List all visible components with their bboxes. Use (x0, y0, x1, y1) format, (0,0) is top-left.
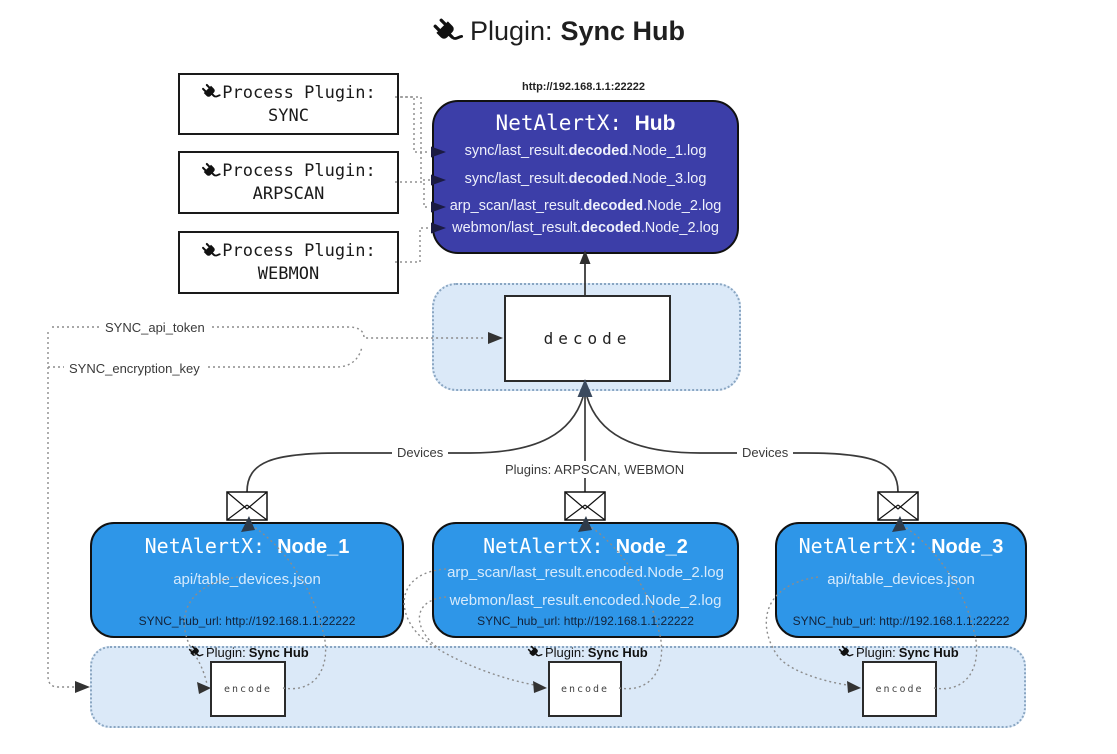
node-title-prefix: NetAlertX: (144, 534, 278, 558)
page-title-bold: Sync Hub (560, 16, 686, 46)
node-file-line: arp_scan/last_result.encoded.Node_2.log (447, 564, 724, 581)
hub-log-line: webmon/last_result.decoded.Node_2.log (434, 220, 737, 236)
process-plugin-label: Process Plugin: (222, 161, 376, 181)
node-file-line: api/table_devices.json (173, 571, 321, 588)
node-title-prefix: NetAlertX: (798, 534, 932, 558)
plugins-center-label: Plugins: ARPSCAN, WEBMON (500, 461, 684, 478)
log-bold: decoded (583, 198, 644, 214)
node-title: NetAlertX: Node_3 (777, 534, 1025, 559)
node-title-prefix: NetAlertX: (483, 534, 616, 558)
process-plugin-label: Process Plugin: (222, 82, 376, 103)
envelope-icon (877, 491, 919, 521)
process-plugin-sync-label: Process Plugin: (201, 83, 376, 103)
plug-icon (524, 642, 545, 663)
process-plugin-name: SYNC (268, 105, 309, 126)
node-2-box: NetAlertX: Node_2 arp_scan/last_result.e… (432, 522, 739, 638)
process-plugin-sync-box: Process Plugin: SYNC (178, 73, 399, 135)
envelope-icons (226, 491, 919, 521)
encode-label-prefix: Plugin: (856, 645, 896, 660)
log-pre: sync/last_result. (464, 143, 569, 159)
hub-url-label: http://192.168.1.1:22222 (522, 81, 645, 93)
envelope-icon (564, 491, 606, 521)
hub-box: NetAlertX: Hub sync/last_result.decoded.… (432, 100, 739, 254)
log-bold: decoded (568, 143, 629, 159)
process-plugin-label: Process Plugin: (222, 241, 376, 261)
plug-icon (197, 79, 224, 106)
node-hub-url: SYNC_hub_url: http://192.168.1.1:22222 (792, 614, 1010, 628)
node-file-line: api/table_devices.json (827, 571, 975, 588)
page-title: Plugin: Sync Hub (0, 16, 1117, 47)
devices-right-label: Devices (737, 444, 794, 461)
node-title: NetAlertX: Node_2 (434, 534, 737, 559)
encode-label-prefix: Plugin: (206, 645, 246, 660)
process-plugin-arpscan-label: Process Plugin: (201, 161, 376, 181)
log-pre: arp_scan/last_result. (449, 198, 584, 214)
encode-box-3: encode (862, 661, 937, 717)
log-post: .Node_1.log (628, 143, 707, 159)
log-post: .Node_2.log (643, 198, 722, 214)
node-hub-url: SYNC_hub_url: http://192.168.1.1:22222 (138, 614, 356, 628)
log-bold: decoded (568, 171, 629, 187)
encode-label-bold: Sync Hub (898, 645, 959, 660)
log-post: .Node_2.log (640, 220, 719, 236)
sync-api-token-label: SYNC_api_token (100, 319, 210, 336)
encode-plugin-label-1: Plugin: Sync Hub (188, 645, 309, 660)
plug-icon (197, 238, 224, 265)
plugin-to-hub-connectors (395, 96, 430, 263)
node-3-box: NetAlertX: Node_3 api/table_devices.json… (775, 522, 1027, 638)
process-plugin-webmon-box: Process Plugin: WEBMON (178, 231, 399, 294)
plug-icon (835, 642, 856, 663)
hub-log-line: sync/last_result.decoded.Node_1.log (434, 143, 737, 159)
process-plugin-name: ARPSCAN (252, 184, 325, 204)
node-title-bold: Node_1 (277, 536, 350, 558)
encode-box-2: encode (548, 661, 622, 717)
hub-title-prefix: NetAlertX: (495, 111, 635, 135)
node-1-box: NetAlertX: Node_1 api/table_devices.json… (90, 522, 404, 638)
process-plugin-arpscan-box: Process Plugin: ARPSCAN (178, 151, 399, 214)
plug-icon (426, 10, 468, 52)
log-pre: sync/last_result. (464, 171, 569, 187)
node-title: NetAlertX: Node_1 (92, 534, 402, 559)
sync-encryption-key-label: SYNC_encryption_key (64, 360, 205, 377)
node-title-bold: Node_2 (615, 536, 688, 558)
settings-to-band-arrowhead (75, 681, 90, 693)
hub-title: NetAlertX: Hub (434, 111, 737, 136)
plug-icon (185, 642, 206, 663)
node-title-bold: Node_3 (931, 536, 1004, 558)
encode-box-1: encode (210, 661, 286, 717)
page-title-prefix: Plugin: (469, 16, 553, 46)
encode-plugin-label-3: Plugin: Sync Hub (838, 645, 959, 660)
node-file-line: webmon/last_result.encoded.Node_2.log (449, 592, 722, 609)
log-bold: decoded (581, 220, 641, 236)
encode-plugin-label-2: Plugin: Sync Hub (527, 645, 648, 660)
devices-left-label: Devices (392, 444, 449, 461)
process-plugin-name: WEBMON (257, 264, 320, 284)
encode-label-prefix: Plugin: (545, 645, 585, 660)
log-pre: webmon/last_result. (452, 220, 582, 236)
hub-log-line: sync/last_result.decoded.Node_3.log (434, 171, 737, 187)
plug-icon (197, 158, 224, 185)
encode-label-bold: Sync Hub (587, 645, 648, 660)
process-plugin-webmon-label: Process Plugin: (201, 241, 376, 261)
hub-title-bold: Hub (634, 112, 676, 135)
log-post: .Node_3.log (628, 171, 707, 187)
encode-label-bold: Sync Hub (248, 645, 309, 660)
node-hub-url: SYNC_hub_url: http://192.168.1.1:22222 (477, 614, 694, 628)
envelope-icon (226, 491, 268, 521)
decode-box: decode (504, 295, 671, 382)
hub-log-line: arp_scan/last_result.decoded.Node_2.log (434, 198, 737, 214)
